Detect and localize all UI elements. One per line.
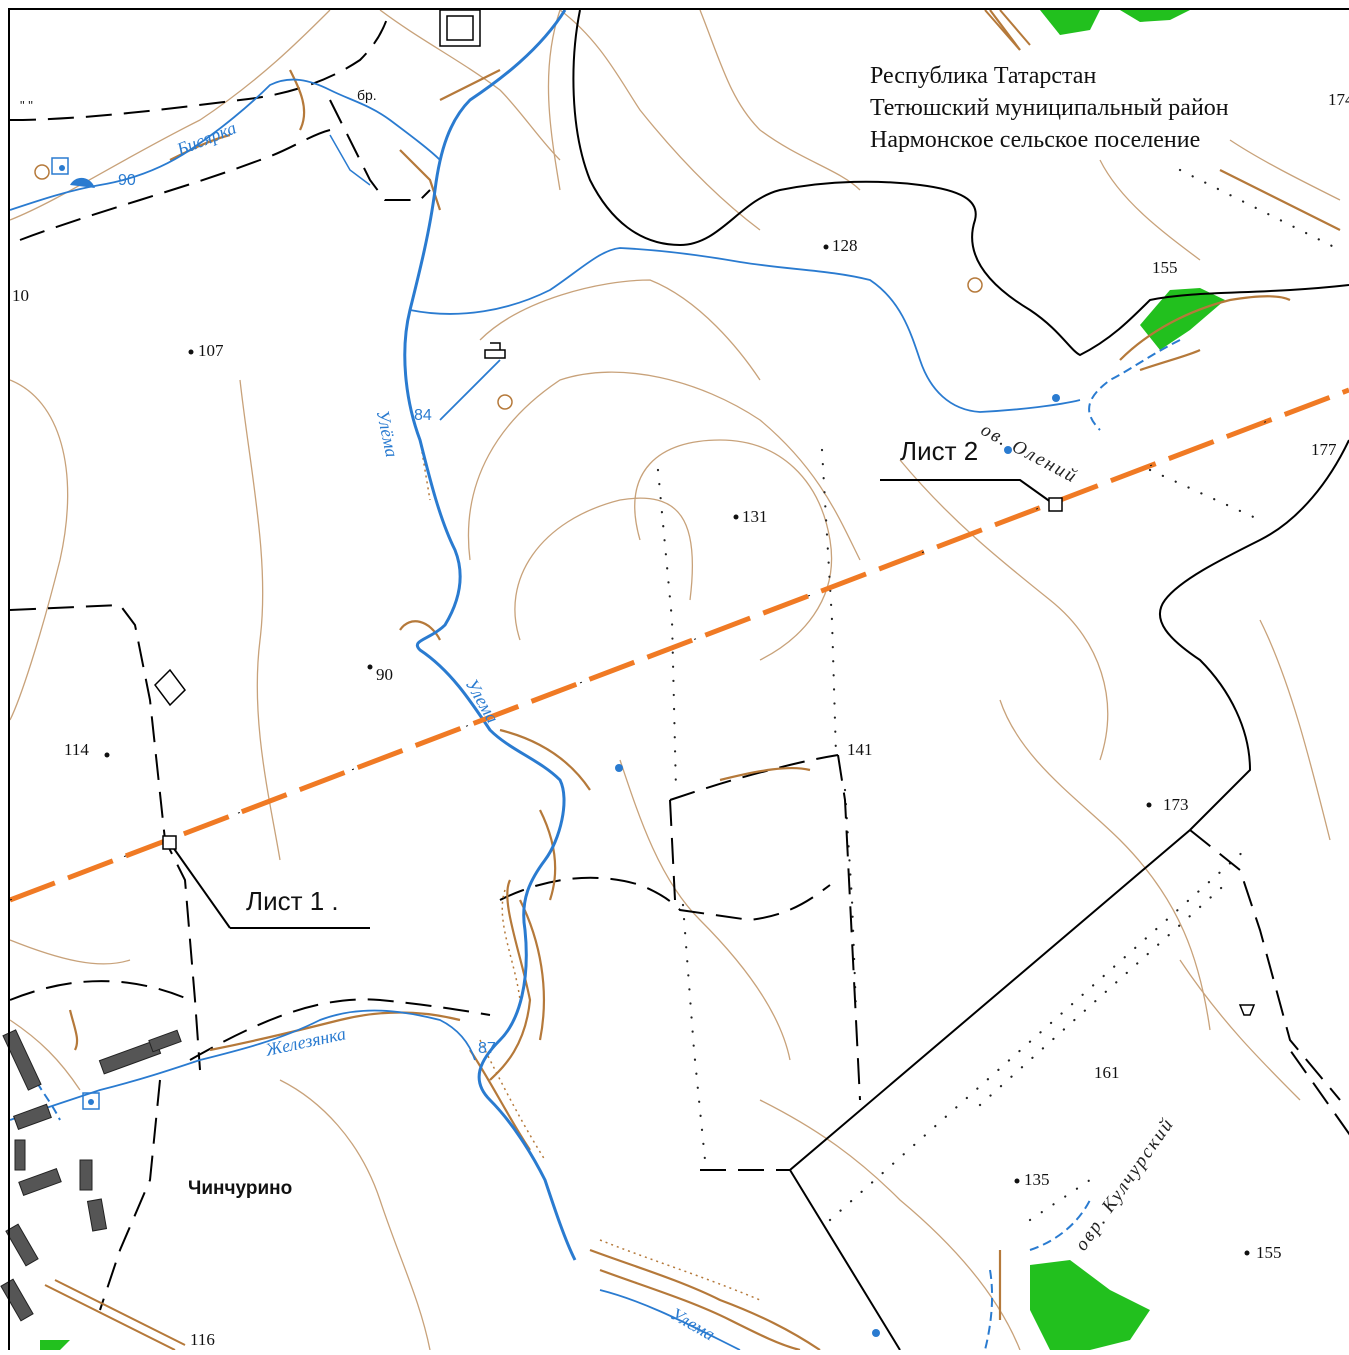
elevation-90: 90 [376, 665, 393, 684]
sheet-1-marker [162, 835, 177, 850]
contour-lines [9, 9, 1341, 1351]
sheet-2-marker [1048, 497, 1063, 512]
elevation-131: 131 [742, 507, 768, 526]
header-republic: Республика Татарстан [870, 63, 1097, 89]
elevation-128: 128 [832, 236, 858, 255]
elevation-161: 161 [1094, 1063, 1120, 1082]
mill-symbols [34, 164, 983, 410]
solid-boundaries [169, 9, 1349, 1351]
elevation-116: 116 [190, 1330, 215, 1349]
enclosure-symbol [154, 668, 186, 707]
water-points [59, 165, 1060, 1337]
bridge-label: бр. [357, 87, 377, 103]
elevation-155-se: 155 [1256, 1243, 1282, 1262]
water-level-90: 90 [118, 172, 136, 189]
sheet-markers [162, 497, 1063, 850]
meadow-marks: " " [20, 98, 33, 113]
sheet-1-label: Лист 1 . [246, 886, 339, 916]
header-district: Тетюшский муниципальный район [870, 95, 1229, 121]
settlement-buildings [0, 1029, 182, 1322]
pipeline-line [9, 387, 1349, 903]
water-level-87: 87 [478, 1040, 496, 1057]
elevation-177: 177 [1311, 440, 1337, 459]
dotted-field-boundaries [656, 168, 1342, 1222]
dashed-boundaries [9, 9, 1349, 1311]
header-settlement: Нармонское сельское поселение [870, 127, 1201, 153]
streams [9, 9, 1181, 1351]
elevation-141: 141 [847, 740, 873, 759]
forest-areas [40, 10, 1225, 1350]
sheet-2-label: Лист 2 [900, 436, 979, 466]
elevation-155-ne: 155 [1152, 258, 1178, 277]
ravine-hatch-ticks [419, 439, 761, 1301]
elevation-107: 107 [198, 341, 224, 360]
water-level-84: 84 [414, 407, 432, 424]
spot-heights [104, 244, 1250, 1256]
elevation-114: 114 [64, 740, 89, 759]
settlement-label: Чинчурино [188, 1178, 293, 1199]
svg-text:" ": " " [20, 98, 33, 113]
elevation-135: 135 [1024, 1170, 1050, 1189]
elevation-10: 10 [12, 286, 29, 305]
fenced-object-symbol [439, 9, 481, 47]
roads [44, 9, 1031, 1351]
elevation-174: 174 [1328, 90, 1349, 109]
map-header: Республика Татарстан Тетюшский муниципал… [870, 60, 1229, 156]
elevation-173: 173 [1163, 795, 1189, 814]
map-symbols [51, 9, 1256, 1110]
